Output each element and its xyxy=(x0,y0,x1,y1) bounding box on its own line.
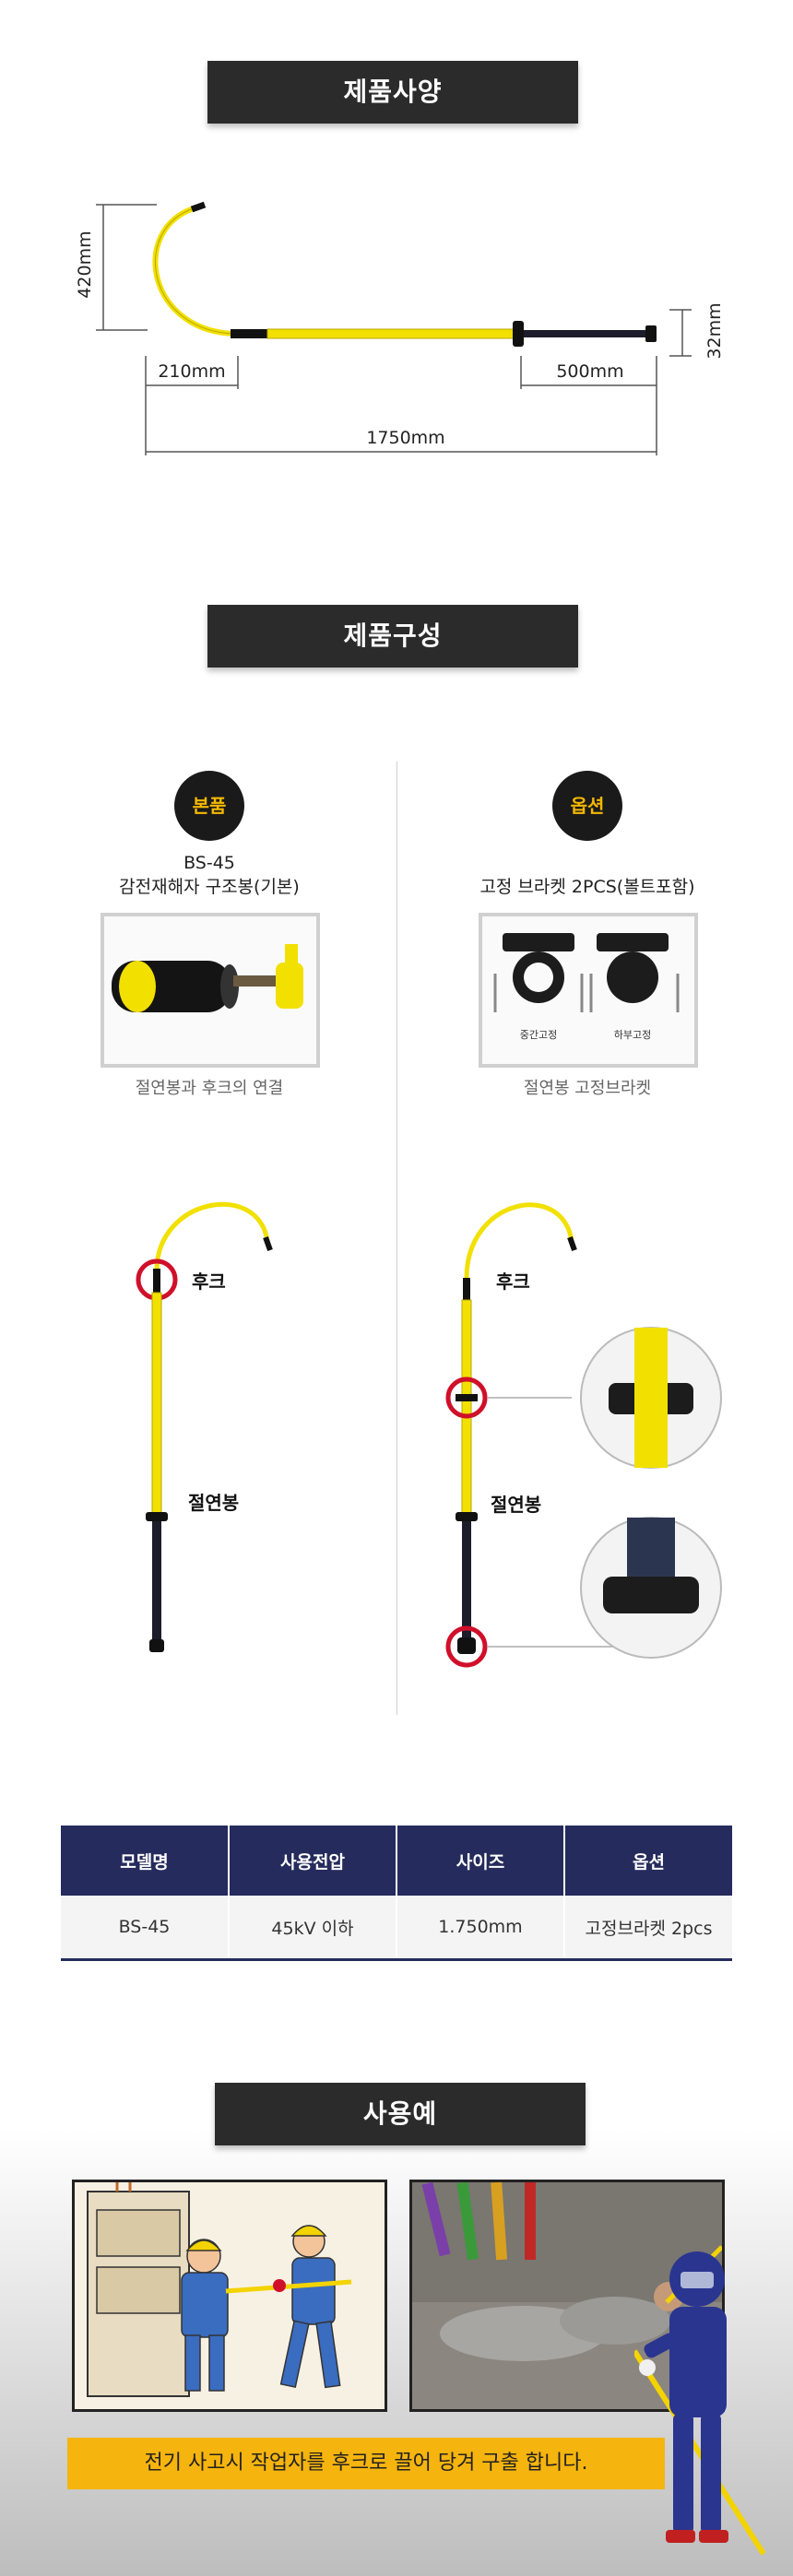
dimension-hook-width-label: 210mm xyxy=(158,361,226,382)
option-sub-label-middle: 중간고정 xyxy=(519,1029,558,1041)
option-product-badge: 옵션 xyxy=(552,771,622,841)
section-title-composition: 제품구성 xyxy=(207,605,578,668)
spec-header-model: 모델명 xyxy=(61,1826,230,1896)
spec-header-voltage: 사용전압 xyxy=(229,1826,397,1896)
main-product-caption: 절연봉과 후크의 연결 xyxy=(135,1079,284,1098)
option-product-caption: 절연봉 고정브라켓 xyxy=(523,1079,652,1098)
dimension-height-label: 420mm xyxy=(75,230,95,299)
option-product-name: 고정 브라켓 2PCS(볼트포함) xyxy=(479,877,695,897)
spec-header-size: 사이즈 xyxy=(396,1826,565,1896)
right-hook-label: 후크 xyxy=(496,1270,530,1293)
dimension-thickness-label: 32mm xyxy=(704,302,725,360)
dimension-total-length-label: 1750mm xyxy=(366,428,445,448)
dimension-handle-length-label: 500mm xyxy=(556,361,624,382)
option-assembly-diagram xyxy=(445,1202,722,1668)
product-dimension-drawing xyxy=(96,201,692,455)
main-product-badge: 본품 xyxy=(174,771,244,841)
section-title-spec: 제품사양 xyxy=(207,61,578,124)
left-rod-label: 절연봉 xyxy=(188,1492,240,1514)
main-product-name: 감전재해자 구조봉(기본) xyxy=(119,877,300,897)
main-product-assembly-diagram xyxy=(136,1201,273,1652)
spec-header-option: 옵션 xyxy=(564,1826,732,1896)
option-sub-label-bottom: 하부고정 xyxy=(613,1029,652,1041)
right-rod-label: 절연봉 xyxy=(491,1494,542,1516)
spec-cell-option: 고정브라켓 2pcs xyxy=(564,1896,732,1961)
spec-table: 모델명 사용전압 사이즈 옵션 BS-45 45kV 이하 1.750mm 고정… xyxy=(61,1826,732,1961)
table-row: BS-45 45kV 이하 1.750mm 고정브라켓 2pcs xyxy=(61,1896,732,1961)
spec-cell-model: BS-45 xyxy=(61,1896,230,1961)
usage-illustration-cartoon xyxy=(72,2180,387,2412)
option-product-photo: 중간고정 하부고정 xyxy=(479,913,698,1068)
spec-table-header-row: 모델명 사용전압 사이즈 옵션 xyxy=(61,1826,732,1896)
column-divider xyxy=(396,762,397,1715)
main-product-photo xyxy=(101,913,320,1068)
spec-cell-voltage: 45kV 이하 xyxy=(229,1896,397,1961)
usage-description-banner: 전기 사고시 작업자를 후크로 끌어 당겨 구출 합니다. xyxy=(67,2438,665,2489)
main-product-model: BS-45 xyxy=(183,853,235,873)
section-title-usage: 사용예 xyxy=(215,2083,586,2145)
left-hook-label: 후크 xyxy=(192,1270,226,1293)
rescuer-figure xyxy=(634,2251,766,2556)
spec-cell-size: 1.750mm xyxy=(396,1896,565,1961)
